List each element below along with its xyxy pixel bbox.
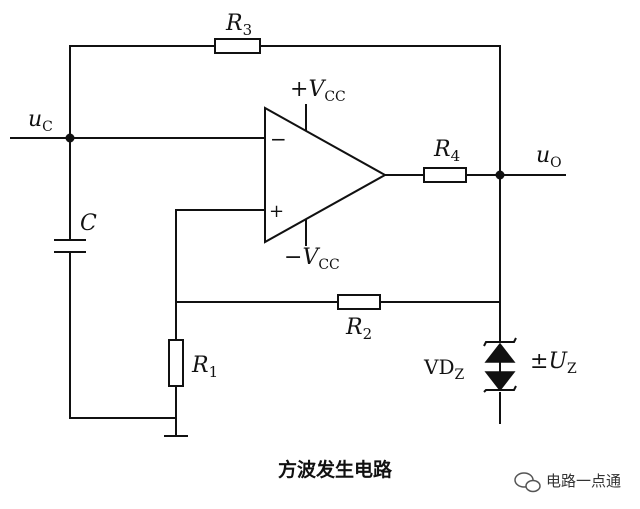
label-r3: R3 [225,11,252,39]
resistor-r2 [337,294,381,310]
wechat-icon [514,472,541,493]
resistor-r1 [168,339,184,387]
label-r2: R2 [345,315,372,343]
label-uc: uC [28,107,53,135]
opamp-triangle [264,106,388,244]
diagram-caption: 方波发生电路 [278,458,393,481]
resistor-r4 [423,167,467,183]
label-r1: R1 [191,353,218,381]
label-vcc-pos: +VCC [290,77,346,105]
r3-right-wire [260,45,501,175]
watermark-text: 电路一点通 [546,472,621,490]
junction-uo [495,170,505,180]
resistor-r3 [214,38,261,54]
cap-bottom-wire [69,252,176,419]
label-uz: ±UZ [530,349,577,377]
r3-left-wire [69,45,215,138]
label-uo: uO [536,143,562,171]
label-c: C [80,211,97,236]
opamp-plus-sign: + [269,201,284,222]
label-vdz: VDZ [423,355,464,383]
capacitor-c [54,239,86,253]
label-vcc-neg: −VCC [284,245,340,273]
zener-diode-vdz [483,337,517,393]
noninverting-input-wire [175,209,265,340]
opamp-minus-sign: − [270,127,287,151]
watermark: 电路一点通 [514,472,621,493]
label-r4: R4 [433,137,460,165]
junction-uc [65,133,75,143]
wires [10,45,566,436]
